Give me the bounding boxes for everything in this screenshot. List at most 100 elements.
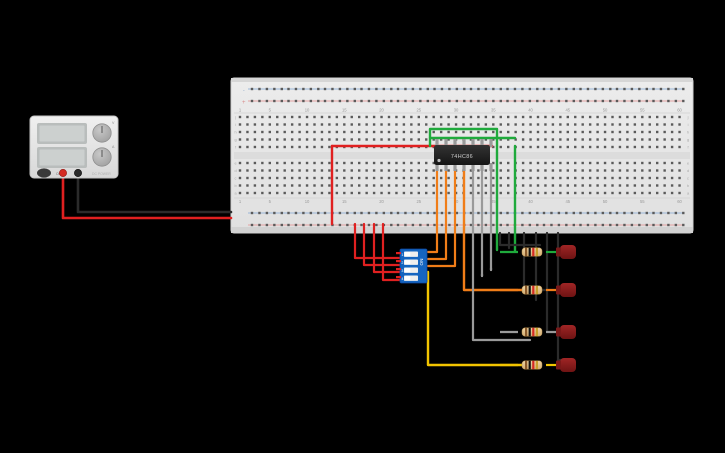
breadboard-hole[interactable] (648, 161, 651, 165)
breadboard-hole[interactable] (611, 184, 614, 187)
breadboard-hole[interactable] (559, 138, 562, 141)
breadboard-hole[interactable] (395, 161, 398, 165)
breadboard-hole[interactable] (521, 184, 525, 187)
breadboard-hole[interactable] (328, 161, 331, 165)
breadboard-hole[interactable] (404, 223, 407, 227)
breadboard-hole[interactable] (596, 138, 599, 141)
breadboard-hole[interactable] (419, 223, 422, 227)
breadboard-hole[interactable] (623, 211, 626, 215)
breadboard-hole[interactable] (588, 191, 592, 195)
breadboard-hole[interactable] (290, 176, 294, 180)
breadboard-hole[interactable] (313, 191, 316, 195)
breadboard-hole[interactable] (507, 169, 510, 172)
breadboard-hole[interactable] (365, 176, 368, 180)
breadboard-hole[interactable] (261, 161, 264, 165)
breadboard-hole[interactable] (572, 211, 575, 215)
breadboard-hole[interactable] (574, 138, 577, 141)
breadboard-hole[interactable] (382, 87, 386, 91)
breadboard-hole[interactable] (402, 176, 406, 180)
breadboard-hole[interactable] (313, 138, 316, 141)
breadboard-hole[interactable] (536, 184, 540, 187)
breadboard-hole[interactable] (492, 161, 495, 165)
breadboard-hole[interactable] (477, 191, 480, 195)
breadboard-hole[interactable] (603, 191, 607, 195)
breadboard-hole[interactable] (603, 130, 607, 134)
breadboard-hole[interactable] (410, 138, 413, 141)
breadboard-hole[interactable] (268, 176, 271, 180)
breadboard-hole[interactable] (417, 123, 420, 126)
breadboard-hole[interactable] (670, 191, 674, 195)
breadboard-hole[interactable] (238, 161, 242, 165)
led-output-2[interactable] (556, 283, 576, 297)
breadboard-hole[interactable] (258, 211, 261, 215)
breadboard-hole[interactable] (618, 191, 622, 195)
breadboard-hole[interactable] (648, 176, 651, 180)
breadboard-hole[interactable] (565, 211, 568, 215)
breadboard-hole[interactable] (410, 130, 413, 134)
breadboard-hole[interactable] (395, 191, 398, 195)
breadboard-hole[interactable] (432, 184, 435, 187)
breadboard-hole[interactable] (601, 99, 605, 103)
breadboard-hole[interactable] (410, 191, 413, 195)
breadboard-hole[interactable] (328, 169, 331, 172)
breadboard-hole[interactable] (283, 169, 286, 172)
breadboard-hole[interactable] (633, 130, 637, 134)
breadboard-hole[interactable] (425, 169, 428, 172)
breadboard-hole[interactable] (350, 161, 353, 165)
breadboard-hole[interactable] (432, 115, 435, 119)
breadboard-hole[interactable] (287, 223, 290, 227)
wire-supply-negative[interactable] (76, 176, 233, 214)
breadboard-hole[interactable] (417, 138, 420, 141)
breadboard-hole[interactable] (659, 99, 663, 103)
breadboard-hole[interactable] (317, 87, 320, 91)
breadboard-hole[interactable] (410, 169, 413, 172)
resistor-1[interactable] (521, 247, 543, 257)
breadboard-hole[interactable] (663, 138, 666, 141)
breadboard-hole[interactable] (507, 145, 510, 149)
breadboard-hole[interactable] (484, 211, 488, 215)
breadboard-hole[interactable] (439, 138, 443, 141)
breadboard-hole[interactable] (372, 169, 376, 172)
breadboard-hole[interactable] (659, 87, 663, 91)
breadboard-hole[interactable] (601, 87, 605, 91)
breadboard-hole[interactable] (298, 191, 301, 195)
breadboard-hole[interactable] (633, 161, 637, 165)
breadboard-hole[interactable] (302, 99, 305, 103)
breadboard-hole[interactable] (609, 87, 612, 91)
breadboard-hole[interactable] (559, 123, 562, 126)
breadboard-hole[interactable] (273, 211, 276, 215)
breadboard-hole[interactable] (372, 130, 376, 134)
breadboard-hole[interactable] (404, 99, 407, 103)
breadboard-hole[interactable] (574, 130, 577, 134)
breadboard-hole[interactable] (667, 211, 670, 215)
breadboard-hole[interactable] (544, 184, 547, 187)
breadboard-hole[interactable] (395, 130, 398, 134)
breadboard-hole[interactable] (633, 191, 637, 195)
breadboard-hole[interactable] (566, 138, 569, 141)
breadboard-hole[interactable] (290, 145, 294, 149)
breadboard-hole[interactable] (594, 99, 597, 103)
breadboard-hole[interactable] (626, 130, 629, 134)
breadboard-hole[interactable] (603, 138, 607, 141)
breadboard-hole[interactable] (417, 169, 420, 172)
breadboard-hole[interactable] (521, 211, 524, 215)
breadboard-hole[interactable] (380, 191, 383, 195)
breadboard-hole[interactable] (335, 115, 339, 119)
breadboard-hole[interactable] (507, 115, 510, 119)
breadboard-hole[interactable] (477, 211, 480, 215)
breadboard-hole[interactable] (343, 169, 346, 172)
breadboard-hole[interactable] (447, 115, 450, 119)
breadboard-hole[interactable] (492, 184, 495, 187)
breadboard-hole[interactable] (402, 184, 406, 187)
breadboard-hole[interactable] (557, 223, 561, 227)
resistor-2[interactable] (521, 285, 543, 295)
breadboard-hole[interactable] (618, 176, 622, 180)
breadboard-hole[interactable] (360, 211, 363, 215)
breadboard-hole[interactable] (550, 99, 553, 103)
breadboard-hole[interactable] (626, 176, 629, 180)
breadboard-hole[interactable] (630, 211, 634, 215)
breadboard-hole[interactable] (265, 99, 269, 103)
breadboard-hole[interactable] (588, 169, 592, 172)
